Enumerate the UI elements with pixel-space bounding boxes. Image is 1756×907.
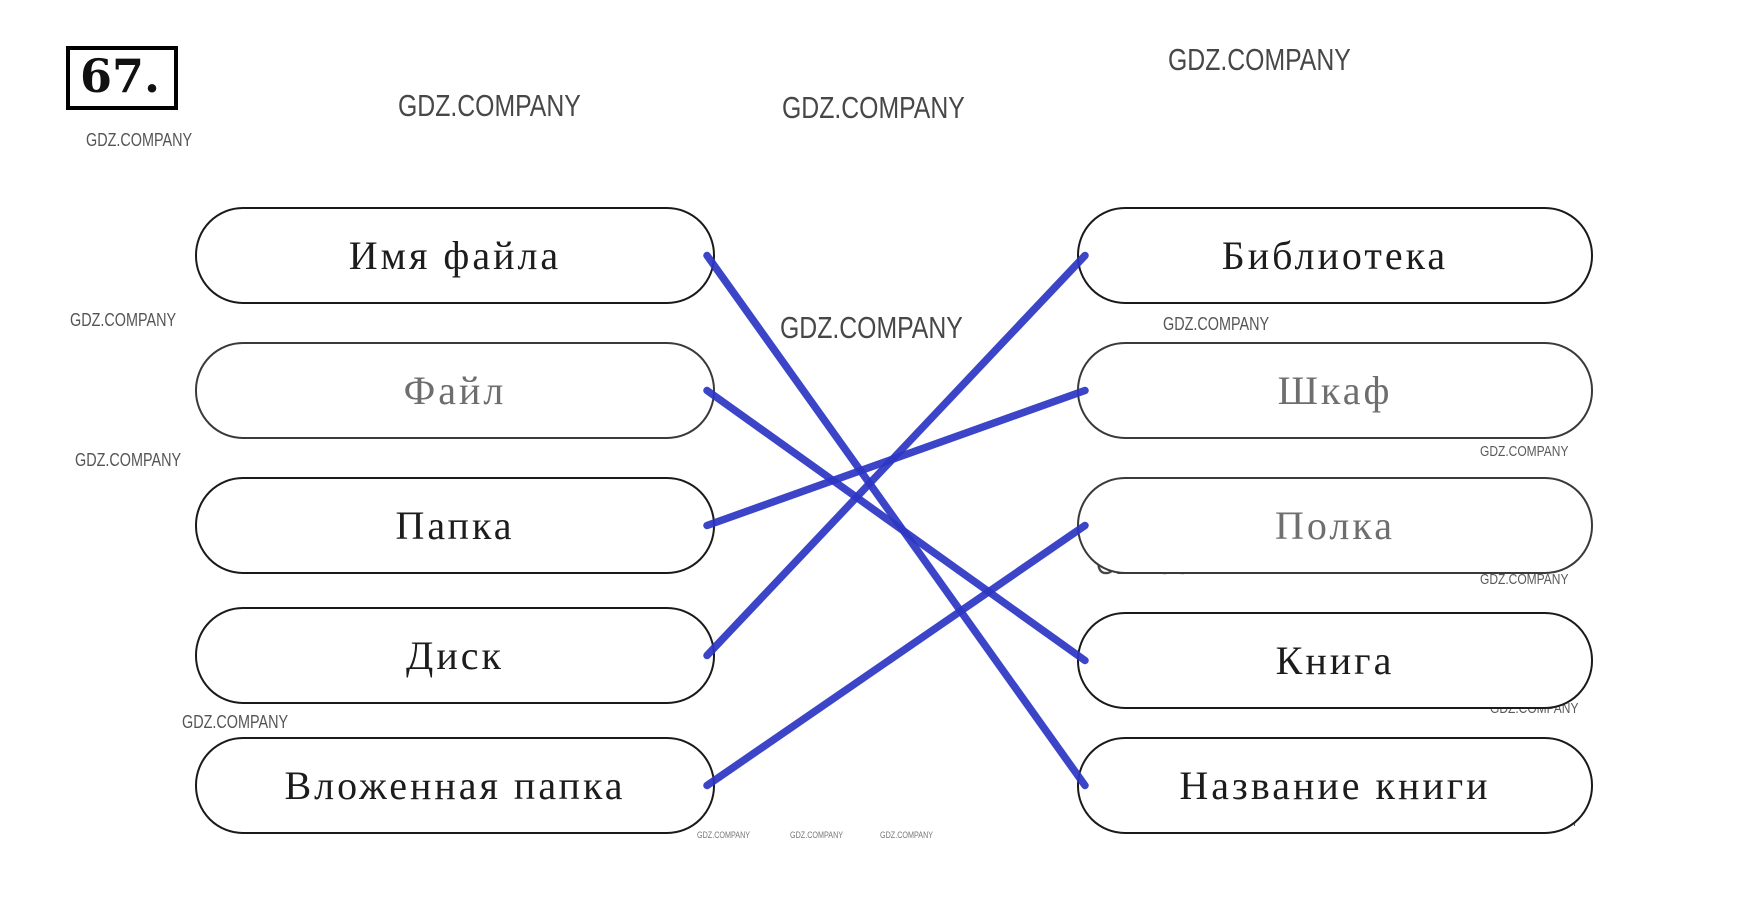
watermark: GDZ.COMPANY	[790, 830, 844, 840]
exercise-number: 67.	[66, 46, 179, 111]
watermark: GDZ.COMPANY	[1480, 443, 1569, 460]
watermark: GDZ.COMPANY	[697, 830, 751, 840]
left-box-1: Файл	[195, 342, 715, 439]
right-box-label: Полка	[1275, 503, 1395, 548]
left-box-label: Диск	[406, 633, 504, 678]
left-box-label: Папка	[395, 503, 515, 548]
watermark: GDZ.COMPANY	[1480, 571, 1569, 588]
right-box-label: Книга	[1275, 638, 1395, 683]
right-box-4: Название книги	[1077, 737, 1593, 834]
left-box-label: Вложенная папка	[284, 763, 626, 808]
right-box-label: Шкаф	[1277, 368, 1393, 413]
right-box-label: Название книги	[1179, 763, 1491, 808]
left-box-label: Файл	[403, 368, 507, 413]
left-box-0: Имя файла	[195, 207, 715, 304]
right-box-1: Шкаф	[1077, 342, 1593, 439]
watermark: GDZ.COMPANY	[1168, 42, 1351, 77]
left-box-label: Имя файла	[348, 233, 562, 278]
right-box-label: Библиотека	[1221, 233, 1449, 278]
watermark: GDZ.COMPANY	[782, 90, 965, 125]
left-box-4: Вложенная папка	[195, 737, 715, 834]
watermark: GDZ.COMPANY	[86, 130, 193, 150]
watermark: GDZ.COMPANY	[70, 310, 177, 330]
watermark: GDZ.COMPANY	[780, 310, 963, 345]
right-box-3: Книга	[1077, 612, 1593, 709]
watermark: GDZ.COMPANY	[182, 712, 289, 732]
watermark: GDZ.COMPANY	[880, 830, 934, 840]
left-box-2: Папка	[195, 477, 715, 574]
watermark: GDZ.COMPANY	[75, 450, 182, 470]
watermark: GDZ.COMPANY	[1163, 314, 1270, 334]
right-box-2: Полка	[1077, 477, 1593, 574]
right-box-0: Библиотека	[1077, 207, 1593, 304]
watermark: GDZ.COMPANY	[398, 88, 581, 123]
left-box-3: Диск	[195, 607, 715, 704]
